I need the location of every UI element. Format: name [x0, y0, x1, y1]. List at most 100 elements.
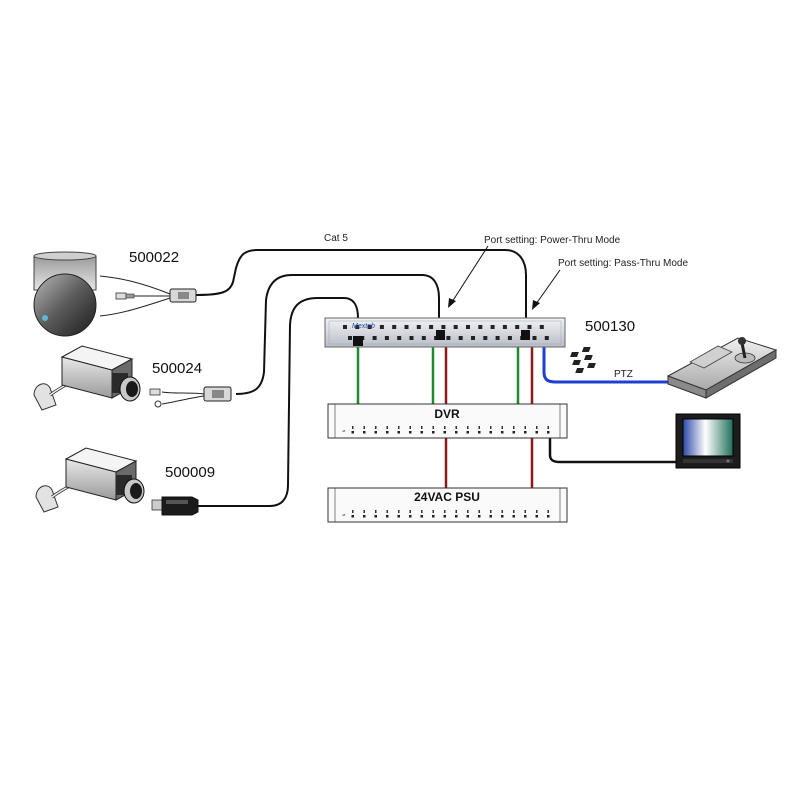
hub-port-row [343, 325, 549, 340]
rack-connector [455, 426, 457, 429]
rack-connector [513, 510, 515, 513]
rack-connector [363, 431, 366, 434]
hub-port-bottom [397, 336, 402, 340]
rack-connector [432, 431, 435, 434]
hub-port-active-3 [521, 330, 530, 340]
hub-port-active-1 [353, 336, 363, 346]
rack-connector [467, 510, 469, 513]
hub-port-bottom [348, 336, 352, 340]
rack-connector [524, 426, 526, 429]
rack-connector [352, 426, 354, 429]
cat5-cable-dongle [196, 297, 359, 507]
rack-connector [512, 515, 515, 518]
hub-port-top [429, 325, 434, 329]
rack-connector [524, 510, 526, 513]
hub-port-top [515, 325, 520, 329]
hub-port-top [379, 325, 384, 329]
rack-connector [386, 510, 388, 513]
rack-connector [501, 431, 504, 434]
pass-thru-arrow [535, 269, 561, 305]
hub-port-top [441, 325, 446, 329]
rack-connector [409, 431, 412, 434]
rack-connector [536, 426, 538, 429]
rack-connector [490, 510, 492, 513]
rack-connector [398, 426, 400, 429]
rack-connector [374, 431, 377, 434]
rack-connector [363, 515, 366, 518]
ptz-label: PTZ [614, 369, 633, 380]
hub-port-top [539, 325, 544, 329]
rack-connector [351, 515, 354, 518]
monitor-icon [675, 413, 741, 469]
rack-connector [467, 426, 469, 429]
rack-connector [489, 515, 492, 518]
ptz-keyboard-controller-icon [570, 337, 778, 399]
rack-connector [524, 515, 527, 518]
rack-connector [535, 515, 538, 518]
hub-port-top [392, 325, 397, 329]
rack-connector [547, 426, 549, 429]
dvr-connector-row [351, 426, 550, 434]
rack-connector [478, 510, 480, 513]
rack-connector [501, 515, 504, 518]
hub-port-top [502, 325, 507, 329]
hub-port-bottom [384, 336, 389, 340]
hub-port-bottom [544, 336, 549, 340]
balun-500024 [149, 386, 232, 408]
rack-connector [478, 426, 480, 429]
hub-port-top [343, 325, 347, 329]
rack-connector [409, 426, 411, 429]
rack-connector [409, 515, 412, 518]
rack-connector [397, 515, 400, 518]
rack-connector [478, 515, 481, 518]
rack-connector [443, 515, 446, 518]
dvr-rack: DVR 48 [327, 403, 568, 439]
hub-port-bottom [421, 336, 426, 340]
rack-connector [524, 431, 527, 434]
balun-fixed-label: 500024 [152, 360, 202, 377]
rack-connector [501, 426, 503, 429]
hub-port-bottom [409, 336, 414, 340]
cat5-cable-fixed [235, 274, 440, 395]
psu-rack: 24VAC PSU 48 [327, 487, 568, 523]
hub-port-bottom [458, 336, 463, 340]
hub-port-top [367, 325, 372, 329]
hub-port-bottom [483, 336, 488, 340]
hub-port-active-2 [436, 330, 445, 340]
rack-connector [421, 426, 423, 429]
rack-connector [444, 426, 446, 429]
rack-connector [501, 510, 503, 513]
cat5-label: Cat 5 [324, 233, 348, 244]
rack-connector [490, 426, 492, 429]
rack-connector [444, 510, 446, 513]
rack-connector [363, 426, 365, 429]
pass-thru-label: Port setting: Pass-Thru Mode [558, 258, 688, 269]
rack-connector [547, 431, 550, 434]
balun-500009 [151, 496, 199, 516]
rack-connector [432, 426, 434, 429]
rack-connector [386, 515, 389, 518]
hub-port-top [416, 325, 421, 329]
rack-connector [535, 431, 538, 434]
rack-connector [421, 510, 423, 513]
box-camera-icon [33, 345, 141, 411]
rack-connector [352, 510, 354, 513]
rack-connector [432, 510, 434, 513]
rack-connector [455, 431, 458, 434]
rack-connector [466, 431, 469, 434]
hub-port-top [453, 325, 458, 329]
rack-connector [478, 431, 481, 434]
hub-port-bottom [471, 336, 475, 340]
rack-connector [512, 431, 515, 434]
dvr-tick-label: 48 [342, 429, 346, 433]
hub-port-top [490, 325, 495, 329]
rack-connector [351, 431, 354, 434]
hub-port-bottom [446, 336, 451, 340]
rack-connector [432, 515, 435, 518]
rack-connector [455, 510, 457, 513]
rack-connector [386, 431, 389, 434]
balun-dongle-label: 500009 [165, 464, 215, 481]
rack-connector [455, 515, 458, 518]
psu-label: 24VAC PSU [414, 490, 480, 504]
